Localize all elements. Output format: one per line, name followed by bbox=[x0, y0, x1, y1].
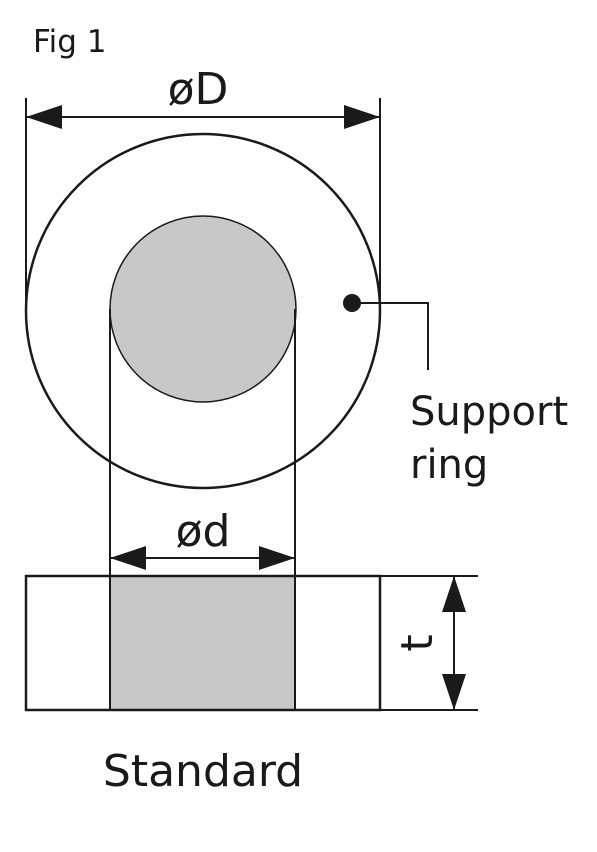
arrowhead-bottom bbox=[442, 674, 466, 710]
figure-caption: Standard bbox=[103, 746, 303, 797]
callout-label-line2: ring bbox=[410, 442, 488, 488]
sample-disc bbox=[109, 215, 297, 403]
thickness-dimension: t bbox=[380, 575, 478, 711]
sample-section bbox=[110, 576, 295, 710]
inner-diameter-dimension: ød bbox=[110, 506, 295, 570]
arrowhead-top bbox=[442, 576, 466, 612]
callout-label-line1: Support bbox=[410, 389, 568, 435]
thickness-label: t bbox=[392, 634, 443, 651]
arrowhead-left bbox=[26, 105, 62, 129]
arrowhead-right bbox=[344, 105, 380, 129]
outer-diameter-label: øD bbox=[168, 64, 229, 115]
support-ring-section bbox=[24, 574, 382, 712]
outer-diameter-dimension: øD bbox=[25, 64, 381, 316]
arrowhead-inner-left bbox=[110, 546, 146, 570]
arrowhead-inner-right bbox=[259, 546, 295, 570]
figure-label: Fig 1 bbox=[33, 24, 106, 60]
plan-view bbox=[24, 132, 382, 576]
support-ring-callout: Support ring bbox=[343, 294, 568, 488]
inner-diameter-label: ød bbox=[176, 506, 231, 557]
section-view bbox=[24, 574, 382, 712]
callout-leader-line bbox=[352, 302, 429, 370]
